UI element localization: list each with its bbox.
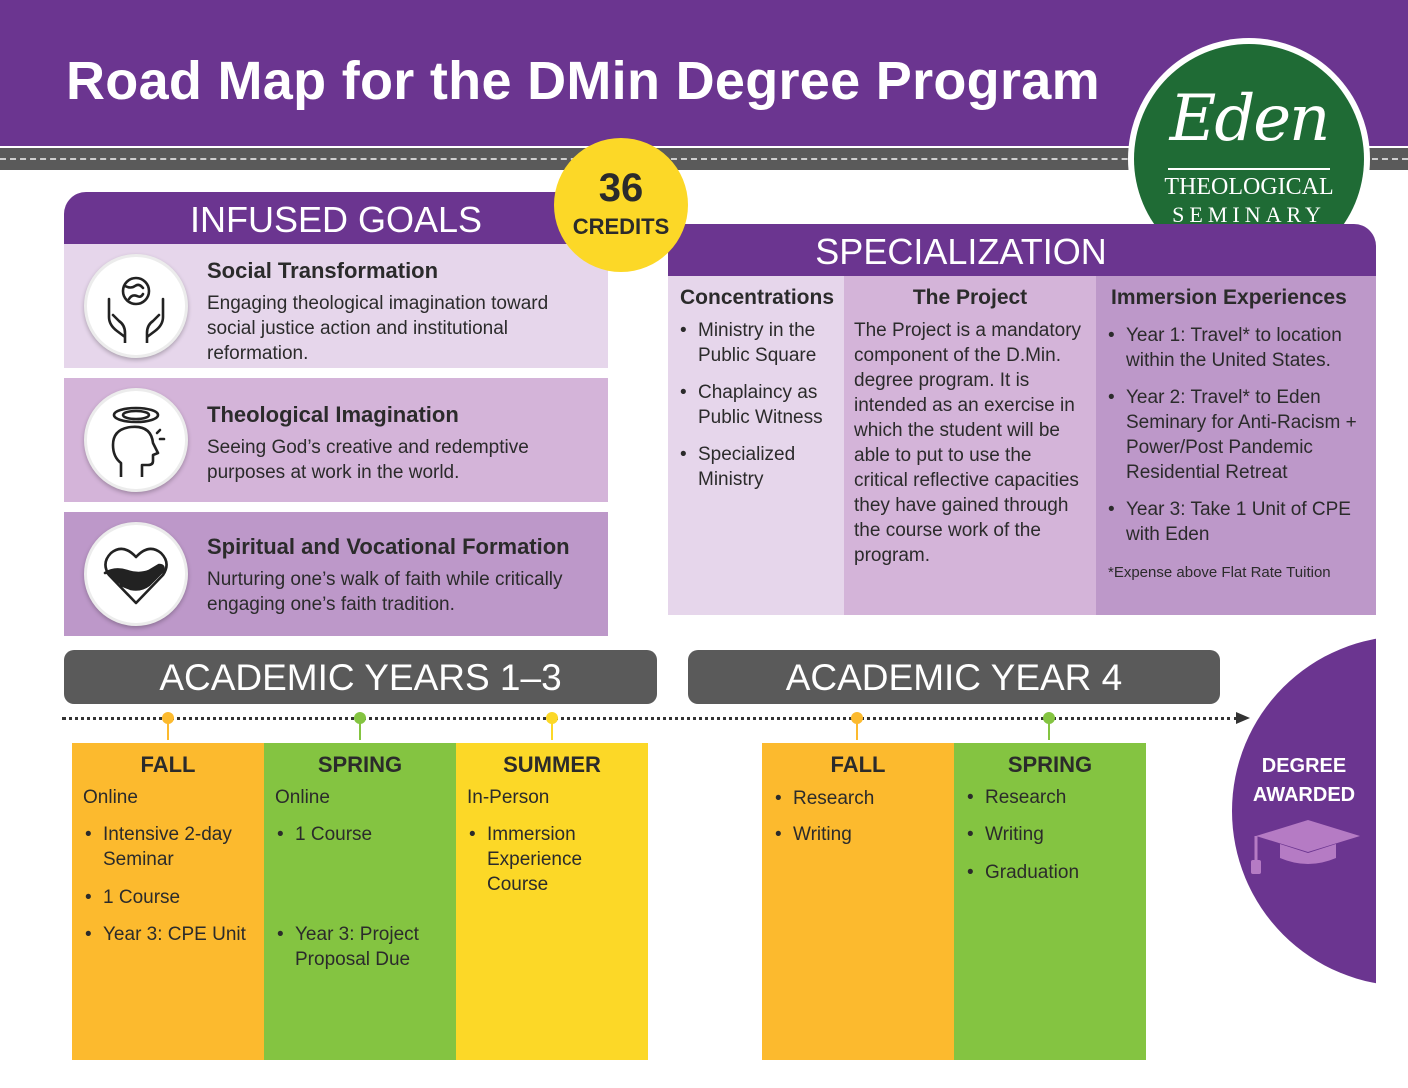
degree-line-1: DEGREE	[1261, 755, 1347, 777]
academic-year-4-bar: ACADEMIC YEAR 4	[688, 650, 1220, 704]
credits-label: CREDITS	[572, 214, 670, 239]
semester-spring-year-4: SPRING Research Writing Graduation	[954, 743, 1146, 1060]
academic-year-4-label: ACADEMIC YEAR 4	[785, 657, 1123, 698]
timeline-line	[62, 717, 1238, 720]
semester-title: FALL	[140, 752, 196, 777]
list-item: Specialized Ministry	[680, 442, 838, 492]
semester-mode: Online	[275, 787, 330, 808]
logo-line-2: SEMINARY	[1172, 202, 1326, 227]
list-item: Intensive 2-day Seminar	[85, 822, 261, 872]
goal-spiritual-vocational-formation: Spiritual and Vocational Formation Nurtu…	[64, 512, 608, 636]
list-item: Ministry in the Public Square	[680, 318, 838, 368]
list-item: Chaplaincy as Public Witness	[680, 380, 838, 430]
timeline-marker	[162, 712, 174, 724]
immersion-column: Immersion Experiences Year 1: Travel* to…	[1096, 276, 1376, 615]
credits-number: 36	[598, 166, 644, 210]
list-item: 1 Course	[85, 885, 261, 910]
list-item: Year 3: Take 1 Unit of CPE with Eden	[1108, 497, 1370, 547]
timeline-marker	[851, 712, 863, 724]
degree-awarded-badge: DEGREE AWARDED	[1232, 636, 1376, 986]
timeline-marker	[354, 712, 366, 724]
goal-description: Seeing God’s creative and redemptive pur…	[207, 437, 529, 483]
degree-line-2: AWARDED	[1252, 784, 1356, 806]
logo-line-1: THEOLOGICAL	[1164, 174, 1334, 200]
expense-note: *Expense above Flat Rate Tuition	[1108, 564, 1331, 581]
specialization-title: SPECIALIZATION	[815, 231, 1107, 272]
semester-title: SUMMER	[503, 752, 601, 777]
list-item: Year 3: Project Proposal Due	[277, 922, 453, 972]
timeline-marker	[1043, 712, 1055, 724]
semester-fall-year-4: FALL Research Writing	[762, 743, 954, 1060]
timeline-tick	[551, 718, 553, 740]
list-item: Immersion Experience Course	[469, 822, 607, 897]
semester-fall-years-1-3: FALL Online Intensive 2-day Seminar 1 Co…	[72, 743, 264, 1060]
goal-title: Social Transformation	[207, 258, 439, 283]
list-item: Writing	[775, 822, 951, 847]
credits-badge: 36 CREDITS	[554, 138, 688, 272]
timeline-marker	[546, 712, 558, 724]
page-title: Road Map for the DMin Degree Program	[66, 51, 1100, 111]
timeline-tick	[1048, 718, 1050, 740]
degree-awarded-text: DEGREE AWARDED	[1232, 752, 1376, 810]
semester-title: SPRING	[1007, 752, 1093, 777]
semester-summer-years-1-3: SUMMER In-Person Immersion Experience Co…	[456, 743, 648, 1060]
list-item: Writing	[967, 822, 1143, 847]
list-item: Graduation	[967, 860, 1143, 885]
concentrations-title: Concentrations	[680, 286, 835, 309]
infused-goals-title: INFUSED GOALS	[189, 199, 483, 240]
head-halo-icon	[84, 388, 188, 492]
timeline-arrow-icon	[1236, 712, 1250, 724]
timeline-tick	[359, 718, 361, 740]
infused-goals-heading: INFUSED GOALS	[64, 192, 608, 244]
list-item: Research	[775, 786, 951, 811]
semester-title: SPRING	[317, 752, 403, 777]
logo-wordmark: Eden	[1169, 82, 1331, 156]
list-item: 1 Course	[277, 822, 453, 847]
goal-title: Theological Imagination	[207, 402, 459, 427]
goal-theological-imagination: Theological Imagination Seeing God’s cre…	[64, 378, 608, 502]
specialization-heading: SPECIALIZATION	[668, 224, 1376, 276]
heart-hug-icon	[84, 522, 188, 626]
academic-years-1-3-bar: ACADEMIC YEARS 1–3	[64, 650, 657, 704]
list-item: Year 3: CPE Unit	[85, 922, 261, 947]
globe-hands-icon	[84, 254, 188, 358]
goal-description: Nurturing one’s walk of faith while crit…	[207, 569, 563, 615]
semester-mode: In-Person	[467, 787, 550, 808]
immersion-title: Immersion Experiences	[1111, 286, 1347, 309]
list-item: Year 2: Travel* to Eden Seminary for Ant…	[1108, 385, 1370, 485]
academic-years-1-3-label: ACADEMIC YEARS 1–3	[159, 657, 562, 698]
project-column: The Project The Project is a mandatory c…	[844, 276, 1096, 615]
semester-title: FALL	[830, 752, 886, 777]
project-title: The Project	[912, 286, 1028, 309]
timeline-tick	[167, 718, 169, 740]
semester-spring-years-1-3: SPRING Online 1 Course Year 3: Project P…	[264, 743, 456, 1060]
semester-mode: Online	[83, 787, 138, 808]
concentrations-column: Concentrations Ministry in the Public Sq…	[668, 276, 844, 615]
project-description: The Project is a mandatory component of …	[854, 320, 1082, 566]
timeline-tick	[856, 718, 858, 740]
list-item: Research	[967, 785, 1143, 810]
goal-social-transformation: Social Transformation Engaging theologic…	[64, 244, 608, 368]
graduation-cap-icon	[1251, 820, 1360, 874]
goal-title: Spiritual and Vocational Formation	[207, 534, 570, 559]
goal-description: Engaging theological imagination toward …	[207, 293, 549, 364]
list-item: Year 1: Travel* to location within the U…	[1108, 323, 1370, 373]
